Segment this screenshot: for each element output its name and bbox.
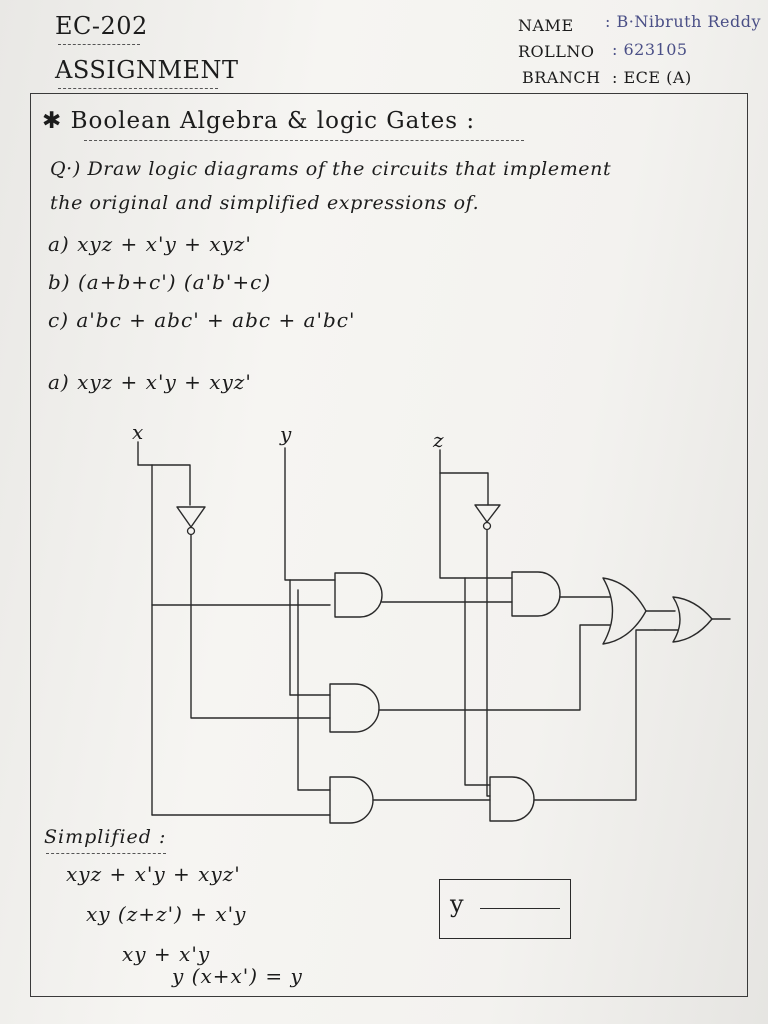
- title-underline: [58, 88, 218, 89]
- question-item-a: a) xyz + x'y + xyz': [48, 232, 252, 256]
- name-label: NAME: [518, 16, 574, 35]
- not-bubble-z: [482, 521, 492, 531]
- simplified-circuit-box: y: [439, 879, 571, 939]
- and-gate-3: [329, 776, 374, 824]
- branch-value: : ECE (A): [612, 68, 692, 87]
- not-gate-z: [474, 504, 501, 523]
- question-line-2: the original and simplified expressions …: [50, 192, 480, 214]
- name-value: : B·Nibruth Reddy: [605, 12, 761, 31]
- section-heading: ✱ Boolean Algebra & logic Gates :: [42, 108, 476, 134]
- assignment-title: ASSIGNMENT: [55, 56, 239, 84]
- not-gate-x: [176, 506, 206, 528]
- wire-x-to-not: [137, 464, 191, 506]
- not-bubble-x: [186, 526, 196, 536]
- page-frame: [30, 93, 748, 997]
- or-gate-2: [672, 596, 713, 643]
- question-item-b: b) (a+b+c') (a'b'+c): [48, 270, 272, 294]
- heading-underline: [84, 140, 524, 141]
- course-underline: [58, 44, 140, 45]
- wire-zbar: [486, 529, 491, 797]
- and-gate-1: [334, 572, 383, 618]
- question-item-c: c) a'bc + abc' + abc + a'bc': [48, 308, 356, 332]
- simplified-step-1: xyz + x'y + xyz': [66, 862, 241, 886]
- simplified-step-4: y (x+x') = y: [172, 964, 303, 988]
- simplified-step-3: xy + x'y: [122, 942, 211, 966]
- input-label-x: x: [132, 420, 145, 444]
- wire-z-to-not: [439, 472, 489, 506]
- wire-and5-out: [533, 629, 656, 801]
- wire-y-main: [284, 447, 336, 581]
- rollno-label: ROLLNO: [518, 42, 595, 61]
- input-label-z: z: [433, 428, 445, 452]
- result-label: y: [450, 890, 464, 918]
- wire-y-and3: [297, 694, 331, 791]
- branch-label: BRANCH: [522, 68, 601, 87]
- diagram-label: a) xyz + x'y + xyz': [48, 370, 252, 394]
- wire-and2-out: [378, 624, 611, 711]
- result-wire: [480, 908, 560, 909]
- or-gate-1: [602, 577, 647, 645]
- wire-z-and1: [464, 577, 491, 786]
- and-gate-2: [329, 683, 380, 733]
- wire-xbar: [190, 534, 331, 719]
- simplified-underline: [46, 853, 166, 854]
- and-gate-5: [489, 776, 535, 822]
- and-gate-4: [511, 571, 561, 617]
- simplified-heading: Simplified :: [44, 826, 167, 848]
- question-line-1: Q·) Draw logic diagrams of the circuits …: [50, 158, 612, 180]
- course-code: EC-202: [55, 12, 148, 40]
- simplified-step-2: xy (z+z') + x'y: [86, 902, 247, 926]
- input-label-y: y: [280, 422, 293, 446]
- wire-z-main: [439, 449, 513, 579]
- rollno-value: : 623105: [612, 40, 688, 59]
